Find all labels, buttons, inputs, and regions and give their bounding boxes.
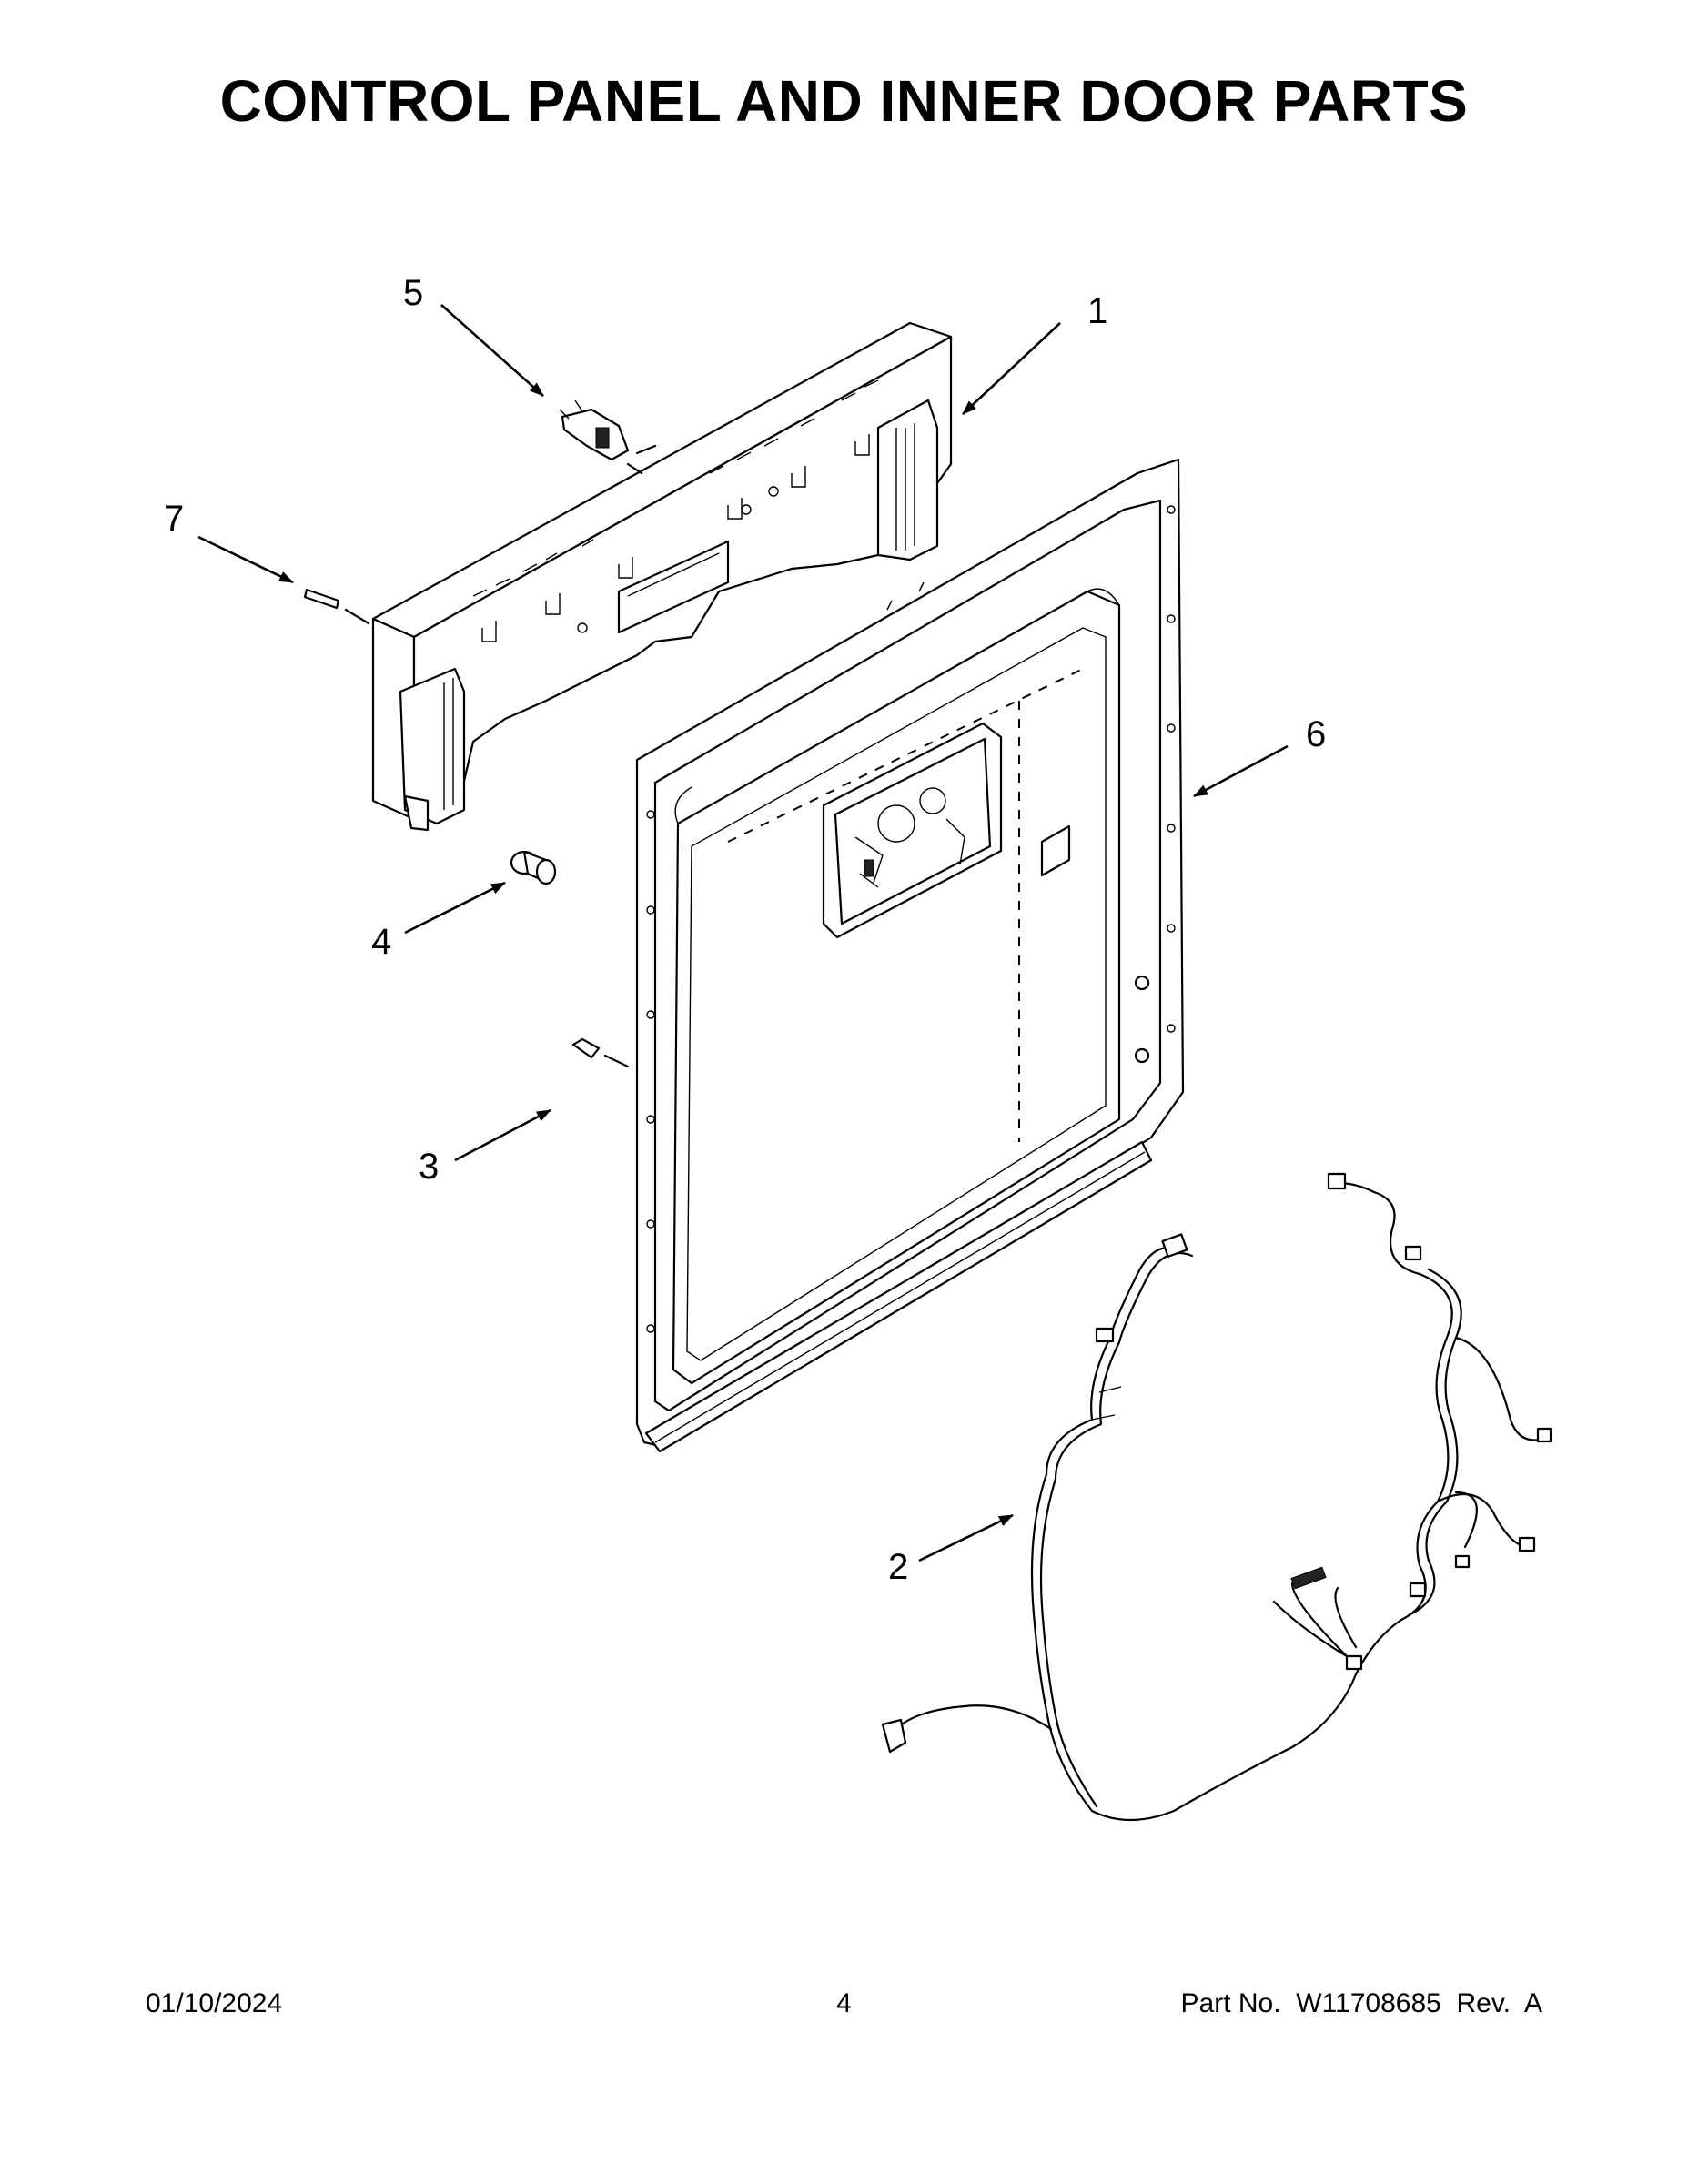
footer-date: 01/10/2024 [146, 1988, 283, 2018]
revision-label: Rev. [1456, 1988, 1511, 2018]
part-number: W11708685 [1296, 1988, 1441, 2018]
callout-label-4: 4 [371, 922, 391, 962]
callout-label-7: 7 [164, 499, 184, 539]
footer-page-number: 4 [836, 1988, 852, 2018]
inner-door-part [635, 458, 1185, 1453]
callout-arrow-6 [1193, 744, 1289, 798]
revision: A [1523, 1988, 1542, 2018]
callout-arrow-7 [197, 535, 294, 584]
screw-part-3 [571, 1037, 630, 1068]
wire-harness-part [881, 1172, 1552, 1822]
screw-part-7 [303, 588, 370, 625]
callout-arrow-1 [962, 322, 1061, 415]
callout-label-1: 1 [1087, 291, 1107, 331]
plug-part [510, 850, 557, 885]
callout-arrow-4 [404, 881, 506, 935]
callout-arrow-3 [454, 1108, 551, 1162]
callout-label-3: 3 [419, 1147, 439, 1187]
page-title: CONTROL PANEL AND INNER DOOR PARTS [219, 68, 1469, 134]
control-panel-part [371, 321, 953, 832]
switch-connector-part [559, 399, 657, 475]
callout-label-2: 2 [888, 1547, 908, 1587]
callout-arrows [197, 304, 1289, 1562]
footer-part-info: Part No. W11708685 Rev. A [1181, 1988, 1542, 2019]
callout-arrow-5 [440, 304, 544, 397]
callout-arrow-2 [918, 1513, 1014, 1562]
callout-label-6: 6 [1306, 714, 1326, 754]
callout-label-5: 5 [403, 273, 423, 313]
callout-labels: 1 2 3 4 5 6 7 [164, 273, 1326, 1587]
part-number-label: Part No. [1180, 1988, 1281, 2018]
